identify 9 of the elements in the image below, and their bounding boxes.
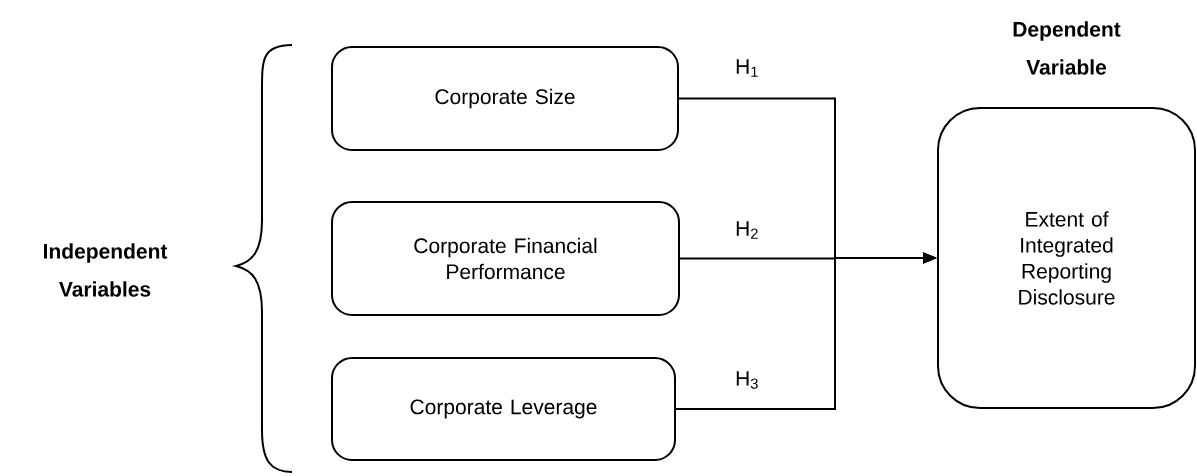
edge-label: H$_{1}$ bbox=[736, 59, 758, 77]
group-label: Independent Variables bbox=[44, 243, 168, 297]
edge-label: H$_{2}$ bbox=[736, 221, 758, 239]
rounded-box: Corporate Size bbox=[331, 46, 679, 151]
rounded-box: Corporate Leverage bbox=[331, 357, 676, 461]
box-heading: Dependent Variable bbox=[1013, 21, 1121, 75]
edge-label: H$_{3}$ bbox=[736, 371, 758, 389]
rounded-box: Extent of Integrated Reporting Disclosure bbox=[937, 107, 1196, 409]
rounded-box: Corporate Financial Performance bbox=[331, 201, 680, 316]
